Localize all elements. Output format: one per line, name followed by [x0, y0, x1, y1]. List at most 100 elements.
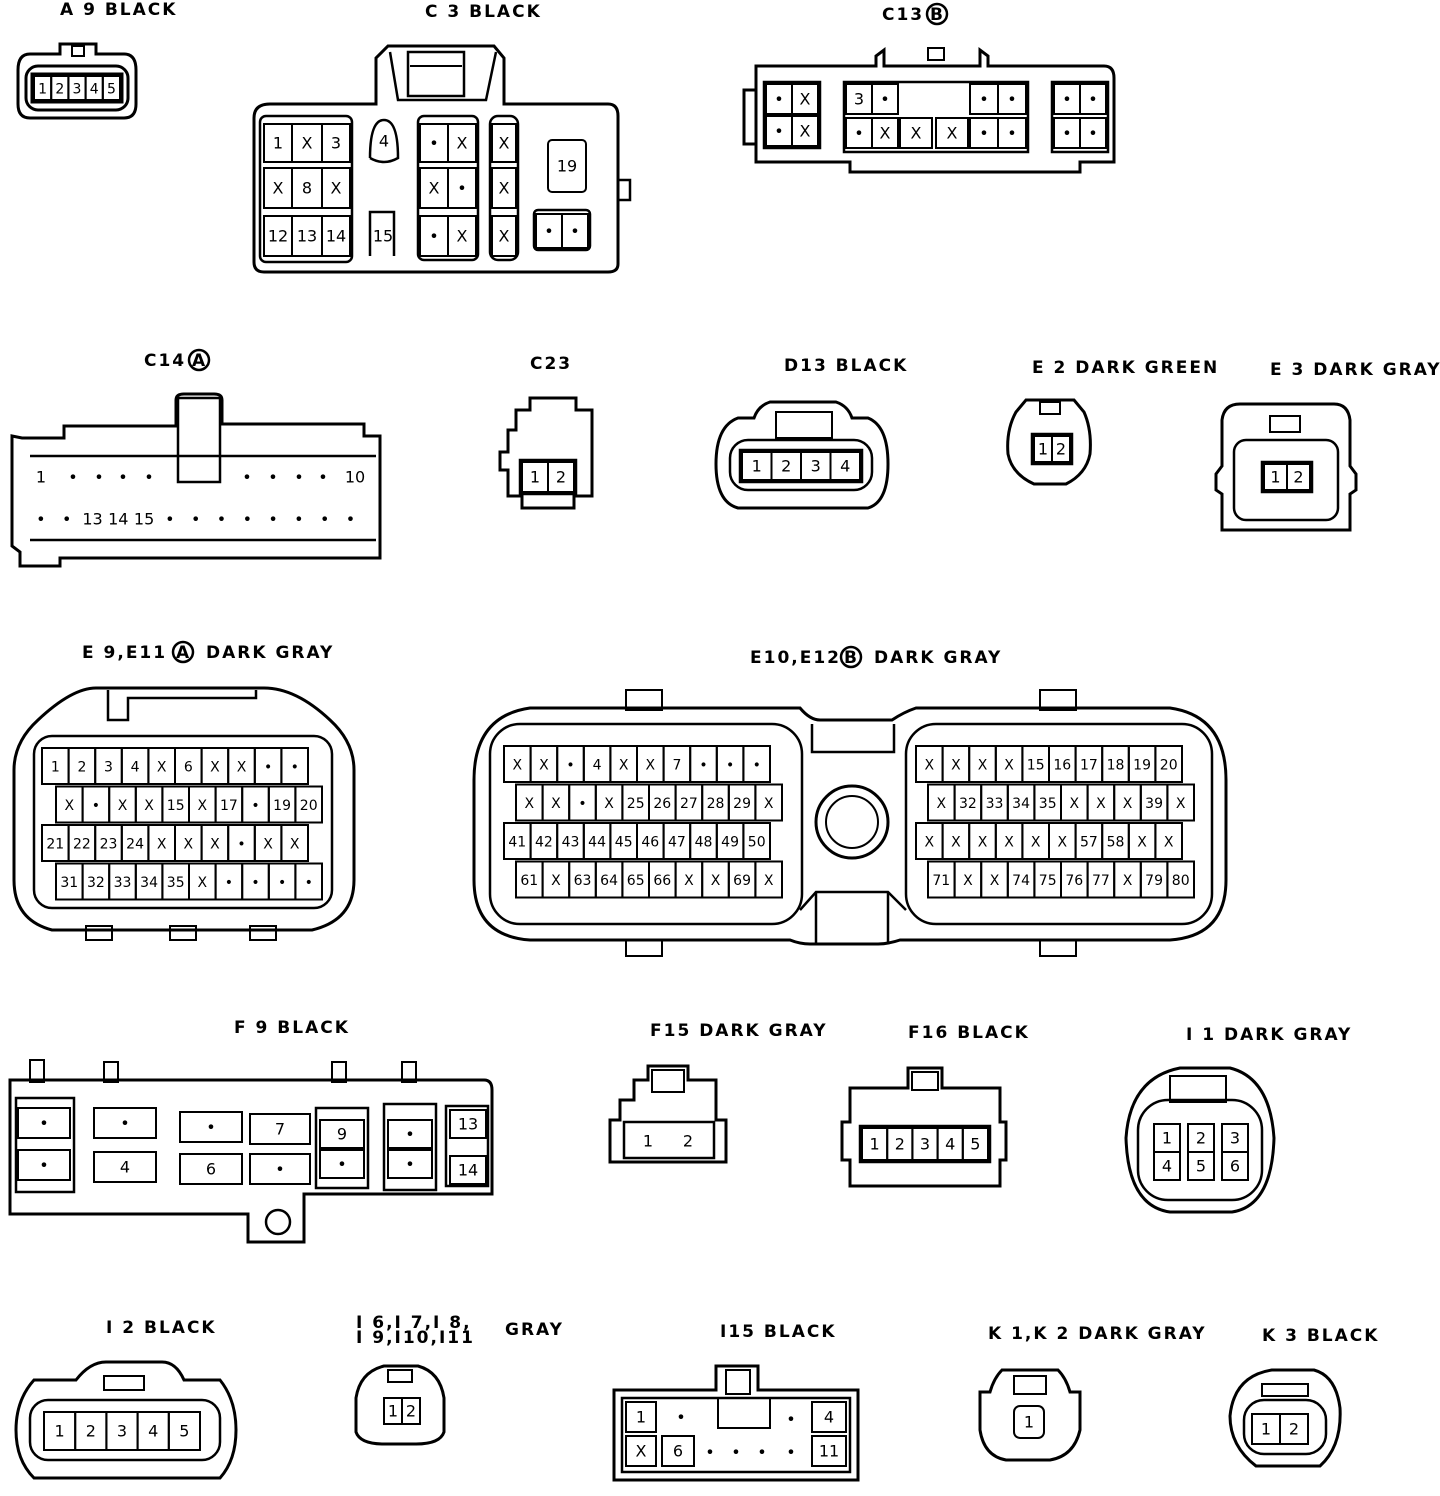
- e10-pin-label: 7: [672, 758, 681, 774]
- f9-pin-label: •: [206, 1118, 215, 1137]
- e10-pin-label: •: [566, 758, 574, 774]
- c3-pin-label: 1: [273, 134, 283, 153]
- c13-pin-label: •: [854, 124, 863, 143]
- e10-pin: 19: [1127, 745, 1157, 783]
- c14-pin-label: 14: [108, 510, 128, 529]
- c3-pin: 12: [263, 215, 293, 257]
- connector-e2: [1006, 398, 1092, 486]
- c3-pin-label: X: [499, 179, 510, 198]
- c13-pin-cell: [1079, 83, 1107, 115]
- i15-pin-label: •: [705, 1443, 714, 1462]
- title-e2: E 2 DARK GREEN: [1032, 358, 1219, 378]
- e10-pin-label: X: [925, 835, 935, 851]
- connector-f16: [840, 1066, 1008, 1188]
- f16-pin-label: 2: [895, 1135, 905, 1154]
- e10-pin-label: 28: [707, 796, 725, 812]
- a9-pin: 1: [33, 75, 53, 101]
- e10-pin: 20: [1154, 745, 1184, 783]
- i1-pin-label: 5: [1196, 1157, 1206, 1176]
- e10-pin-cell: [754, 783, 784, 822]
- e3-pin: 2: [1286, 463, 1311, 491]
- e10-pin-cell: [742, 745, 772, 783]
- f9-pin-label: 14: [458, 1161, 478, 1180]
- i1-pin-label: 4: [1162, 1157, 1172, 1176]
- f9-pin: 9: [319, 1119, 365, 1149]
- f9-pin: •: [387, 1149, 433, 1179]
- e10-pin: X: [1048, 822, 1077, 860]
- c14-pin-label: •: [294, 510, 303, 529]
- d13-pin-label: 1: [752, 457, 762, 476]
- e10-pin-label: X: [711, 873, 721, 889]
- i1-pin: 6: [1221, 1151, 1249, 1181]
- e10-pin: 15: [1021, 745, 1051, 783]
- f9-pin: •: [249, 1153, 311, 1185]
- e9-pin-cell: [294, 862, 323, 901]
- c3-pin-label: 14: [326, 227, 346, 246]
- i2-pin-label: 5: [179, 1422, 189, 1441]
- d13-pin: 4: [829, 451, 861, 481]
- e10-pin-label: 29: [733, 796, 751, 812]
- e9-pin-label: 15: [167, 798, 185, 814]
- e10-pin: •: [556, 745, 585, 783]
- i15-pin-cell: [811, 1401, 847, 1433]
- e10-pin-label: 48: [695, 835, 713, 851]
- i15-pin-label: •: [757, 1443, 766, 1462]
- e9-pin-label: 32: [87, 875, 105, 891]
- e10-pin: 27: [674, 783, 704, 822]
- e10-pin-label: 63: [574, 873, 592, 889]
- title-i6-line2: I 9,I10,I11: [356, 1328, 475, 1348]
- e10-pin: 75: [1033, 860, 1063, 899]
- i2-pin-label: 3: [117, 1422, 127, 1441]
- c3-pin: •: [419, 123, 449, 163]
- d13-pin: 3: [800, 451, 832, 481]
- c3-pin-label: •: [544, 222, 553, 241]
- title-i6-line1: I 6,I 7,I 8,: [356, 1313, 472, 1333]
- c14-pin-label: 13: [82, 510, 102, 529]
- e10-pin-label: X: [1031, 835, 1041, 851]
- c13-pin: X: [791, 83, 819, 115]
- e9-pin-label: X: [157, 760, 167, 776]
- e9-pin: 17: [214, 785, 244, 824]
- i15-pin-label: 11: [819, 1442, 839, 1461]
- c3-pin-cell: [547, 139, 587, 193]
- c13-pin-cell: [997, 83, 1027, 115]
- e10-pin-cell: [1154, 822, 1184, 860]
- f9-pin-cell: [387, 1149, 433, 1179]
- c13-pin-label: •: [979, 124, 988, 143]
- c3-pin-cell: [491, 167, 517, 209]
- c23-pin-label: 2: [556, 468, 566, 487]
- e10-pin: 25: [621, 783, 651, 822]
- e3-pin: 1: [1263, 463, 1288, 491]
- e10-pin-label: 15: [1027, 758, 1045, 774]
- e10-pin: 35: [1033, 783, 1063, 822]
- e10-pin: •: [689, 745, 718, 783]
- a9-pin-cell: [101, 75, 122, 101]
- a9-pin-label: 1: [38, 82, 47, 98]
- i1-pin-label: 2: [1196, 1129, 1206, 1148]
- f9-pin: •: [17, 1107, 71, 1139]
- c3-pin-cell: [447, 123, 477, 163]
- e10-pin: X: [980, 860, 1009, 899]
- c14-pin: 1: [36, 468, 46, 487]
- i15-pin: •: [786, 1410, 795, 1429]
- c13-pin: •: [1079, 117, 1107, 149]
- c14-pin: 14: [108, 510, 128, 529]
- c14-pin: •: [94, 468, 103, 487]
- c13-pin-label: X: [800, 122, 811, 141]
- e10-pin-label: 79: [1145, 873, 1163, 889]
- i15-pin: •: [676, 1408, 685, 1427]
- e10-pin-label: 19: [1133, 758, 1151, 774]
- d13-pin-label: 3: [811, 457, 821, 476]
- e10-pin-label: 44: [588, 835, 606, 851]
- c13-mark: B: [930, 5, 945, 25]
- k3-pin: 2: [1279, 1413, 1309, 1445]
- k1-pin-cell: [1013, 1405, 1045, 1439]
- e9-pin-cell: [294, 785, 323, 824]
- e10-pin-label: X: [951, 835, 961, 851]
- i6-pin-label: 1: [388, 1402, 398, 1421]
- e10-pin: X: [609, 745, 639, 783]
- c13-pin-label: •: [774, 122, 783, 141]
- f9-pin-cell: [249, 1113, 311, 1145]
- c3-pin-cell: [321, 215, 351, 257]
